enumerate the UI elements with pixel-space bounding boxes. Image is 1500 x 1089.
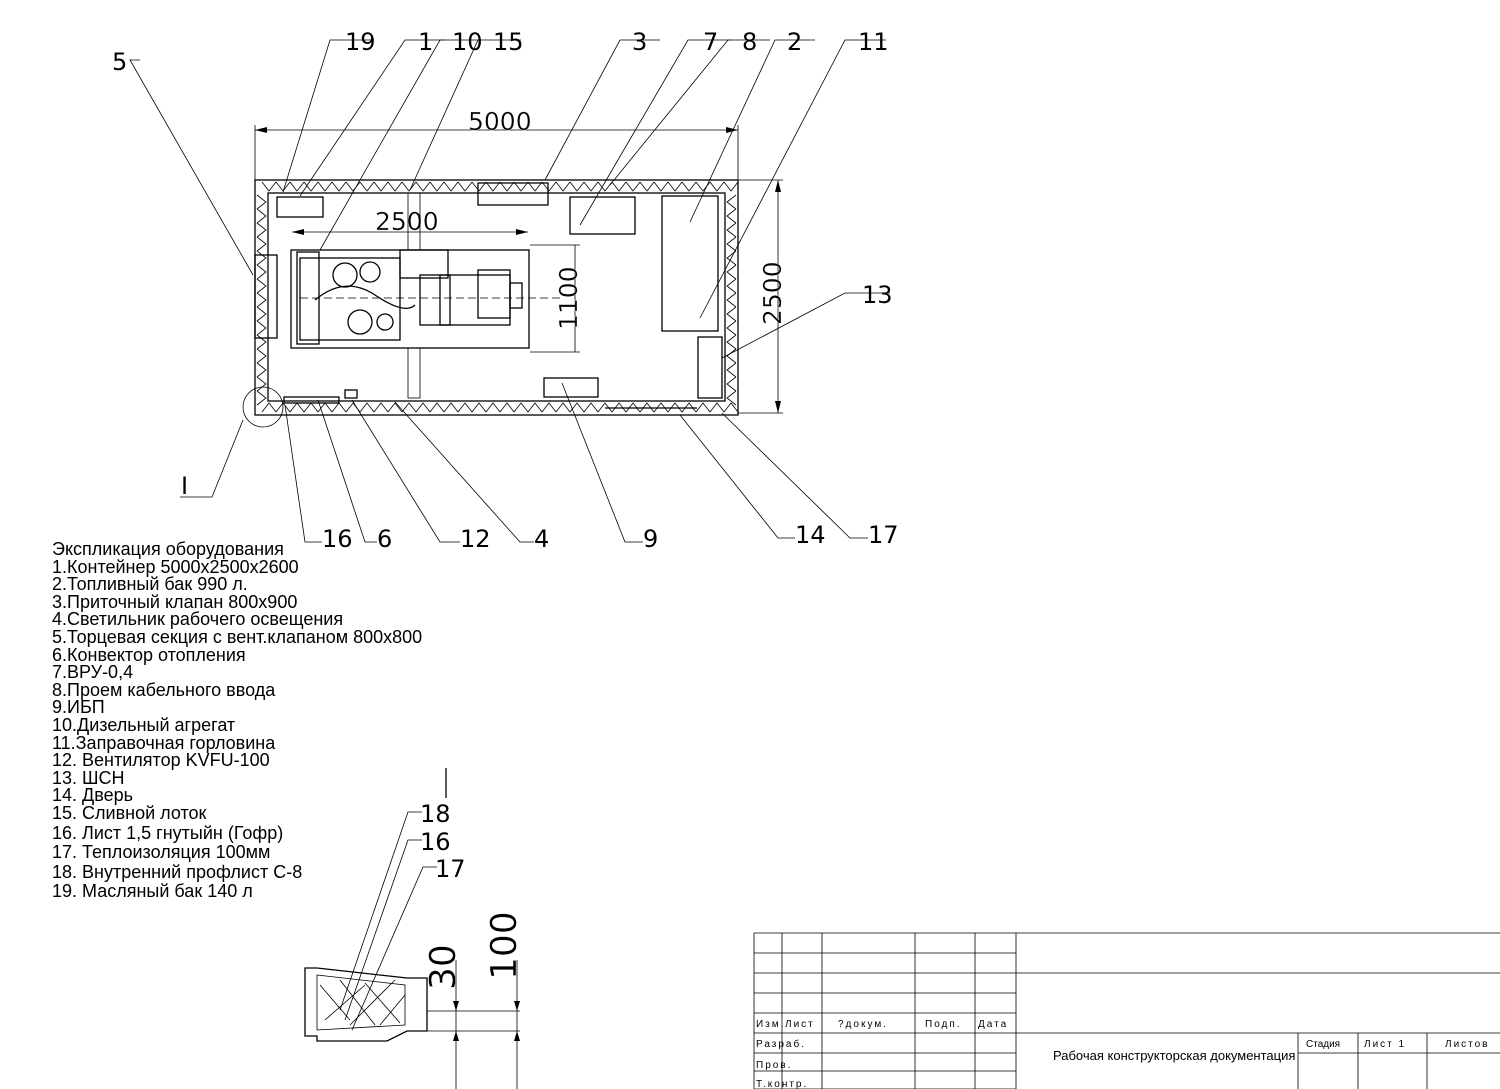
legend-item: 9.ИБП xyxy=(52,697,105,718)
legend-item: 10.Дизельный агрегат xyxy=(52,714,236,735)
callout-label: 19 xyxy=(345,28,376,56)
legend-item: 19. Масляный бак 140 л xyxy=(52,881,253,902)
dimension-genset: 1100 xyxy=(530,244,583,353)
leader-line xyxy=(679,414,795,539)
equipment-legend: Экспликация оборудования 1.Контейнер 500… xyxy=(52,539,423,902)
document-title: Рабочая конструкторская документация xyxy=(1053,1048,1295,1063)
legend-item: 16. Лист 1,5 гнутыйн (Гофр) xyxy=(52,822,284,843)
callout-label: 15 xyxy=(493,28,524,56)
legend-item: 8.Проем кабельного ввода xyxy=(52,679,276,700)
diesel-genset xyxy=(290,249,560,349)
role-developer: Разраб. xyxy=(756,1038,806,1050)
title-block: Изм. Лист ?докум. Подп. Дата Разраб. Про… xyxy=(753,932,1500,1089)
callout-label: 11 xyxy=(858,28,889,56)
legend-item: 1.Контейнер 5000х2500х2600 xyxy=(52,556,299,577)
leader-line xyxy=(721,412,868,539)
dimension-inner: 2500 xyxy=(292,207,528,236)
leader-line xyxy=(721,292,890,359)
leader-line xyxy=(299,39,446,197)
dimension-length: 5000 xyxy=(254,107,739,180)
oil-tank xyxy=(276,196,324,218)
drain-tray xyxy=(407,192,421,399)
section-circle xyxy=(242,386,284,428)
dim-100: 100 xyxy=(484,911,525,980)
leader-line xyxy=(544,39,660,181)
detail-callout-label: 18 xyxy=(420,800,451,828)
legend-item: 14. Дверь xyxy=(52,785,133,806)
legend-item: 4.Светильник рабочего освещения xyxy=(52,609,344,630)
legend-item: 3.Приточный клапан 800х900 xyxy=(52,591,298,612)
end-section xyxy=(254,254,278,339)
dim-2500-vertical: 2500 xyxy=(758,261,787,325)
legend-item: 7.ВРУ-0,4 xyxy=(52,662,134,683)
callout-label: 1 xyxy=(418,28,433,56)
callout-label: 14 xyxy=(795,521,826,549)
legend-item: 5.Торцевая секция с вент.клапаном 800х80… xyxy=(52,626,423,647)
callout-label: 16 xyxy=(322,525,353,553)
auxiliary-panel xyxy=(697,336,723,399)
dim-2500-horizontal: 2500 xyxy=(375,207,439,236)
callout-label: 9 xyxy=(643,525,658,553)
callout-label: 2 xyxy=(787,28,802,56)
convector xyxy=(283,396,340,404)
leader-line xyxy=(282,39,373,193)
header-date: Дата xyxy=(978,1019,1008,1030)
leader-line xyxy=(284,404,322,543)
callout-label: 3 xyxy=(632,28,647,56)
callout-label: 4 xyxy=(534,525,549,553)
leader-line xyxy=(409,39,521,191)
detail-callout-label: 17 xyxy=(435,855,466,883)
legend-title: Экспликация оборудования xyxy=(52,539,284,559)
dimension-width: 2500 xyxy=(738,179,787,414)
leader-line xyxy=(351,399,460,543)
callout-label: 8 xyxy=(742,28,757,56)
section-mark: I xyxy=(181,472,188,500)
legend-item: 6.Конвектор отопления xyxy=(52,644,246,665)
role-tech-control: Т.контр. xyxy=(756,1079,808,1089)
sheets-label: Листов xyxy=(1445,1039,1490,1050)
leader-line xyxy=(561,382,643,543)
legend-item: 13. ШСН xyxy=(52,767,125,788)
dim-5000: 5000 xyxy=(468,107,532,136)
callout-label: 10 xyxy=(452,28,483,56)
leader-line xyxy=(317,399,377,543)
role-checker: Пров. xyxy=(756,1060,792,1071)
detail-callout-label: 16 xyxy=(420,828,451,856)
leader-line xyxy=(579,39,731,226)
legend-item: 15. Сливной лоток xyxy=(52,802,207,823)
fuel-tank xyxy=(661,195,719,332)
container-outline xyxy=(254,179,739,416)
callout-label: 7 xyxy=(703,28,718,56)
sheet-label: Лист 1 xyxy=(1364,1039,1406,1050)
callout-label: 6 xyxy=(377,525,392,553)
legend-item: 12. Вентилятор KVFU-100 xyxy=(52,750,270,771)
callout-label: 12 xyxy=(460,525,491,553)
header-change: Изм. xyxy=(756,1019,785,1030)
leader-line xyxy=(689,39,815,223)
supply-valve xyxy=(477,182,549,206)
legend-item: 11.Заправочная горловина xyxy=(52,732,276,753)
header-signature: Подп. xyxy=(925,1019,962,1030)
leader-line xyxy=(319,39,480,251)
legend-item: 18. Внутренний профлист С-8 xyxy=(52,861,303,882)
header-sheet: Лист xyxy=(785,1019,815,1030)
legend-item: 17. Теплоизоляция 100мм xyxy=(52,842,271,863)
leader-line xyxy=(699,39,886,319)
legend-item: 2.Топливный бак 990 л. xyxy=(52,574,248,595)
header-doc-number: ?докум. xyxy=(838,1019,888,1030)
vru-panel xyxy=(569,196,636,235)
stage-label: Стадия xyxy=(1306,1039,1340,1050)
fan xyxy=(344,389,358,399)
leader-line xyxy=(609,39,770,186)
dim-30: 30 xyxy=(423,944,464,990)
leader-line xyxy=(394,401,534,543)
ups xyxy=(543,377,599,398)
leader-line xyxy=(129,59,254,276)
callout-label: 17 xyxy=(868,521,899,549)
callout-label: 13 xyxy=(862,281,893,309)
callout-label: 5 xyxy=(112,48,127,76)
